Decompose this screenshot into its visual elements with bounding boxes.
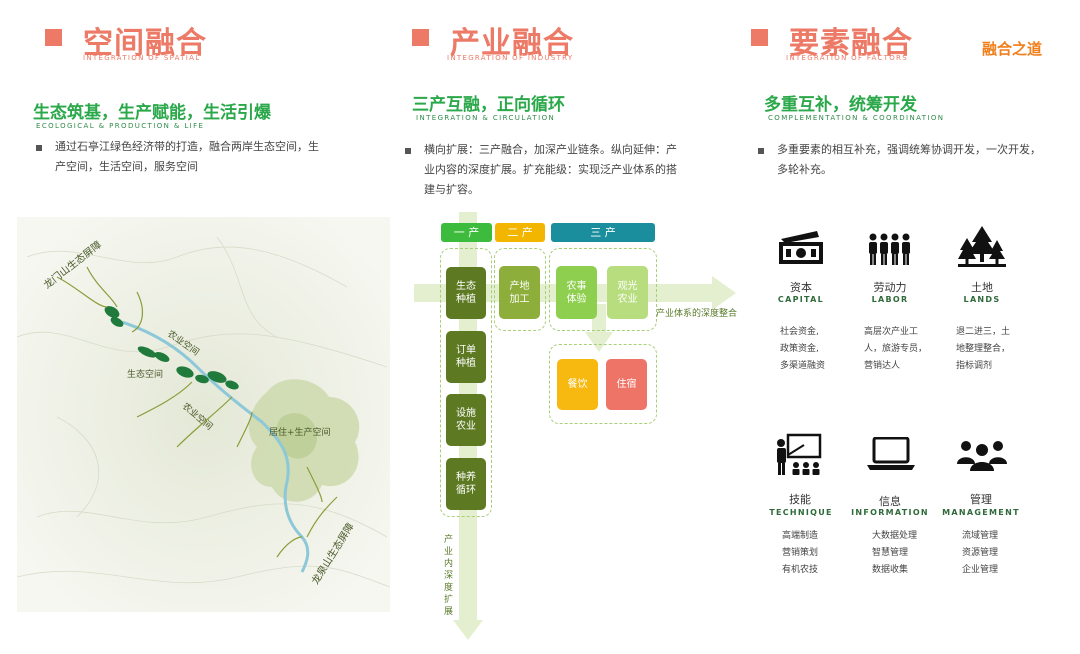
factor-en: Management xyxy=(942,508,1020,517)
river-map-graphic: 龙门山生态屏障 农业空间 生态空间 农业空间 居住+生产空间 龙泉山生态屏障 xyxy=(16,217,391,612)
col1-green-title: 生态筑基，生产赋能，生活引爆 xyxy=(33,103,271,123)
laptop-icon xyxy=(867,437,915,470)
col2-subtitle: Integration of Industry xyxy=(447,54,574,62)
col3-green-title: 多重互补，统筹开发 xyxy=(764,95,917,115)
factor-item: 资源管理 xyxy=(962,548,999,558)
money-icon xyxy=(779,231,823,264)
factor-name: 土地 xyxy=(971,281,993,294)
title-square-icon xyxy=(412,29,429,46)
title-square-icon xyxy=(751,29,768,46)
col2-text-line: 横向扩展：三产融合，加深产业链条。纵向延伸：产 xyxy=(424,143,677,156)
col2-green-subtitle: Integration & Circulation xyxy=(416,114,556,122)
tag-first-industry: 一 产 xyxy=(441,223,492,242)
factor-name: 管理 xyxy=(970,493,992,506)
side-label: 融合之道 xyxy=(982,40,1043,58)
col1-green-subtitle: Ecological & Production & life xyxy=(36,122,205,130)
factor-item: 流域管理 xyxy=(962,531,999,541)
factor-item: 退二进三，土 xyxy=(956,327,1011,337)
col3-paragraph: 多重要素的相互补充，强调统筹协调开发，一次开发， 多轮补充。 xyxy=(777,140,1067,180)
factor-item: 大数据处理 xyxy=(872,531,918,541)
factor-item: 营销策划 xyxy=(782,548,819,558)
col3-title: 要素融合 xyxy=(789,26,913,61)
factor-item: 有机农技 xyxy=(782,565,819,575)
factor-name: 信息 xyxy=(879,495,901,508)
col2-title: 产业融合 xyxy=(450,26,574,61)
factor-item: 营销达人 xyxy=(864,361,901,371)
team-icon xyxy=(957,441,1007,471)
bullet-icon xyxy=(758,148,764,154)
col1-text-line: 通过石亭江绿色经济带的打造，融合两岸生态空间，生 xyxy=(55,140,319,153)
factor-name: 劳动力 xyxy=(873,281,907,294)
col3-green-subtitle: Complementation & Coordination xyxy=(768,114,945,122)
horizontal-integration-label: 产业体系的深度整合 xyxy=(656,309,738,319)
factor-name: 资本 xyxy=(790,281,812,294)
factor-item: 地整理整合， xyxy=(956,344,1011,354)
col1-text-line: 产空间，生活空间，服务空间 xyxy=(55,160,198,173)
map-label-eco: 生态空间 xyxy=(127,368,163,380)
box-facility-agri: 设施农业 xyxy=(446,394,486,446)
bullet-icon xyxy=(36,145,42,151)
col3-text-line: 多轮补充。 xyxy=(777,163,832,176)
factor-item: 指标调剂 xyxy=(956,361,993,371)
service-group xyxy=(549,344,657,424)
title-square-icon xyxy=(45,29,62,46)
people-icon xyxy=(869,233,910,265)
factor-list: 大数据处理 智慧管理 数据收集 xyxy=(872,528,962,579)
trees-icon xyxy=(958,226,1006,267)
factor-item: 人，旅游专员， xyxy=(864,344,928,354)
tag-second-industry: 二 产 xyxy=(495,223,545,242)
col2-paragraph: 横向扩展：三产融合，加深产业链条。纵向延伸：产 业内容的深度扩展。扩充能级：实现… xyxy=(424,140,714,200)
third-industry-group xyxy=(549,248,657,331)
box-lodging: 住宿 xyxy=(606,359,647,410)
river-map: 龙门山生态屏障 农业空间 生态空间 农业空间 居住+生产空间 龙泉山生态屏障 xyxy=(16,217,391,612)
factor-en: Information xyxy=(851,508,929,517)
factor-en: Lands xyxy=(963,295,1001,304)
factor-list: 退二进三，土 地整理整合， 指标调剂 xyxy=(956,324,1046,375)
teacher-icon xyxy=(777,433,822,475)
col2-text-line: 建与扩容。 xyxy=(424,183,479,196)
box-eco-planting: 生态种植 xyxy=(446,267,486,319)
factor-item: 社会资金, xyxy=(780,327,819,337)
factor-en: Technique xyxy=(769,508,833,517)
vertical-extension-label: 产业内深度扩展 xyxy=(444,535,454,617)
second-industry-group xyxy=(494,248,546,331)
col3-text-line: 多重要素的相互补充，强调统筹协调开发，一次开发， xyxy=(777,143,1041,156)
box-order-planting: 订单种植 xyxy=(446,331,486,383)
tag-third-industry: 三 产 xyxy=(551,223,655,242)
box-catering: 餐饮 xyxy=(557,359,598,410)
col3-subtitle: Integration of Factors xyxy=(786,54,908,62)
box-farm-experience: 农事体验 xyxy=(556,266,597,319)
factor-en: Capital xyxy=(777,295,825,304)
factor-item: 多渠道融资 xyxy=(780,361,826,371)
factor-list: 高层次产业工 人，旅游专员， 营销达人 xyxy=(864,324,954,375)
box-sightseeing: 观光农业 xyxy=(607,266,648,319)
factor-item: 高层次产业工 xyxy=(864,327,919,337)
factor-item: 企业管理 xyxy=(962,565,999,575)
first-industry-group xyxy=(440,248,492,517)
factor-list: 流域管理 资源管理 企业管理 xyxy=(962,528,1052,579)
factor-list: 社会资金, 政策资金, 多渠道融资 xyxy=(780,324,870,375)
col2-green-title: 三产互融，正向循环 xyxy=(412,95,565,115)
map-label-live: 居住+生产空间 xyxy=(269,426,331,438)
factor-item: 高端制造 xyxy=(782,531,819,541)
col2-text-line: 业内容的深度扩展。扩充能级：实现泛产业体系的搭 xyxy=(424,163,677,176)
factor-item: 智慧管理 xyxy=(872,548,909,558)
factor-item: 政策资金, xyxy=(780,344,819,354)
factor-list: 高端制造 营销策划 有机农技 xyxy=(782,528,872,579)
col1-paragraph: 通过石亭江绿色经济带的打造，融合两岸生态空间，生 产空间，生活空间，服务空间 xyxy=(55,137,345,177)
box-cycle: 种养循环 xyxy=(446,458,486,510)
col1-title: 空间融合 xyxy=(83,26,207,61)
box-processing: 产地加工 xyxy=(499,266,540,319)
river xyxy=(121,320,310,573)
col1-subtitle: Integration of Spatial xyxy=(83,54,201,62)
factor-en: Labor xyxy=(871,295,909,304)
factor-item: 数据收集 xyxy=(872,565,909,575)
bullet-icon xyxy=(405,148,411,154)
factor-name: 技能 xyxy=(789,493,811,506)
